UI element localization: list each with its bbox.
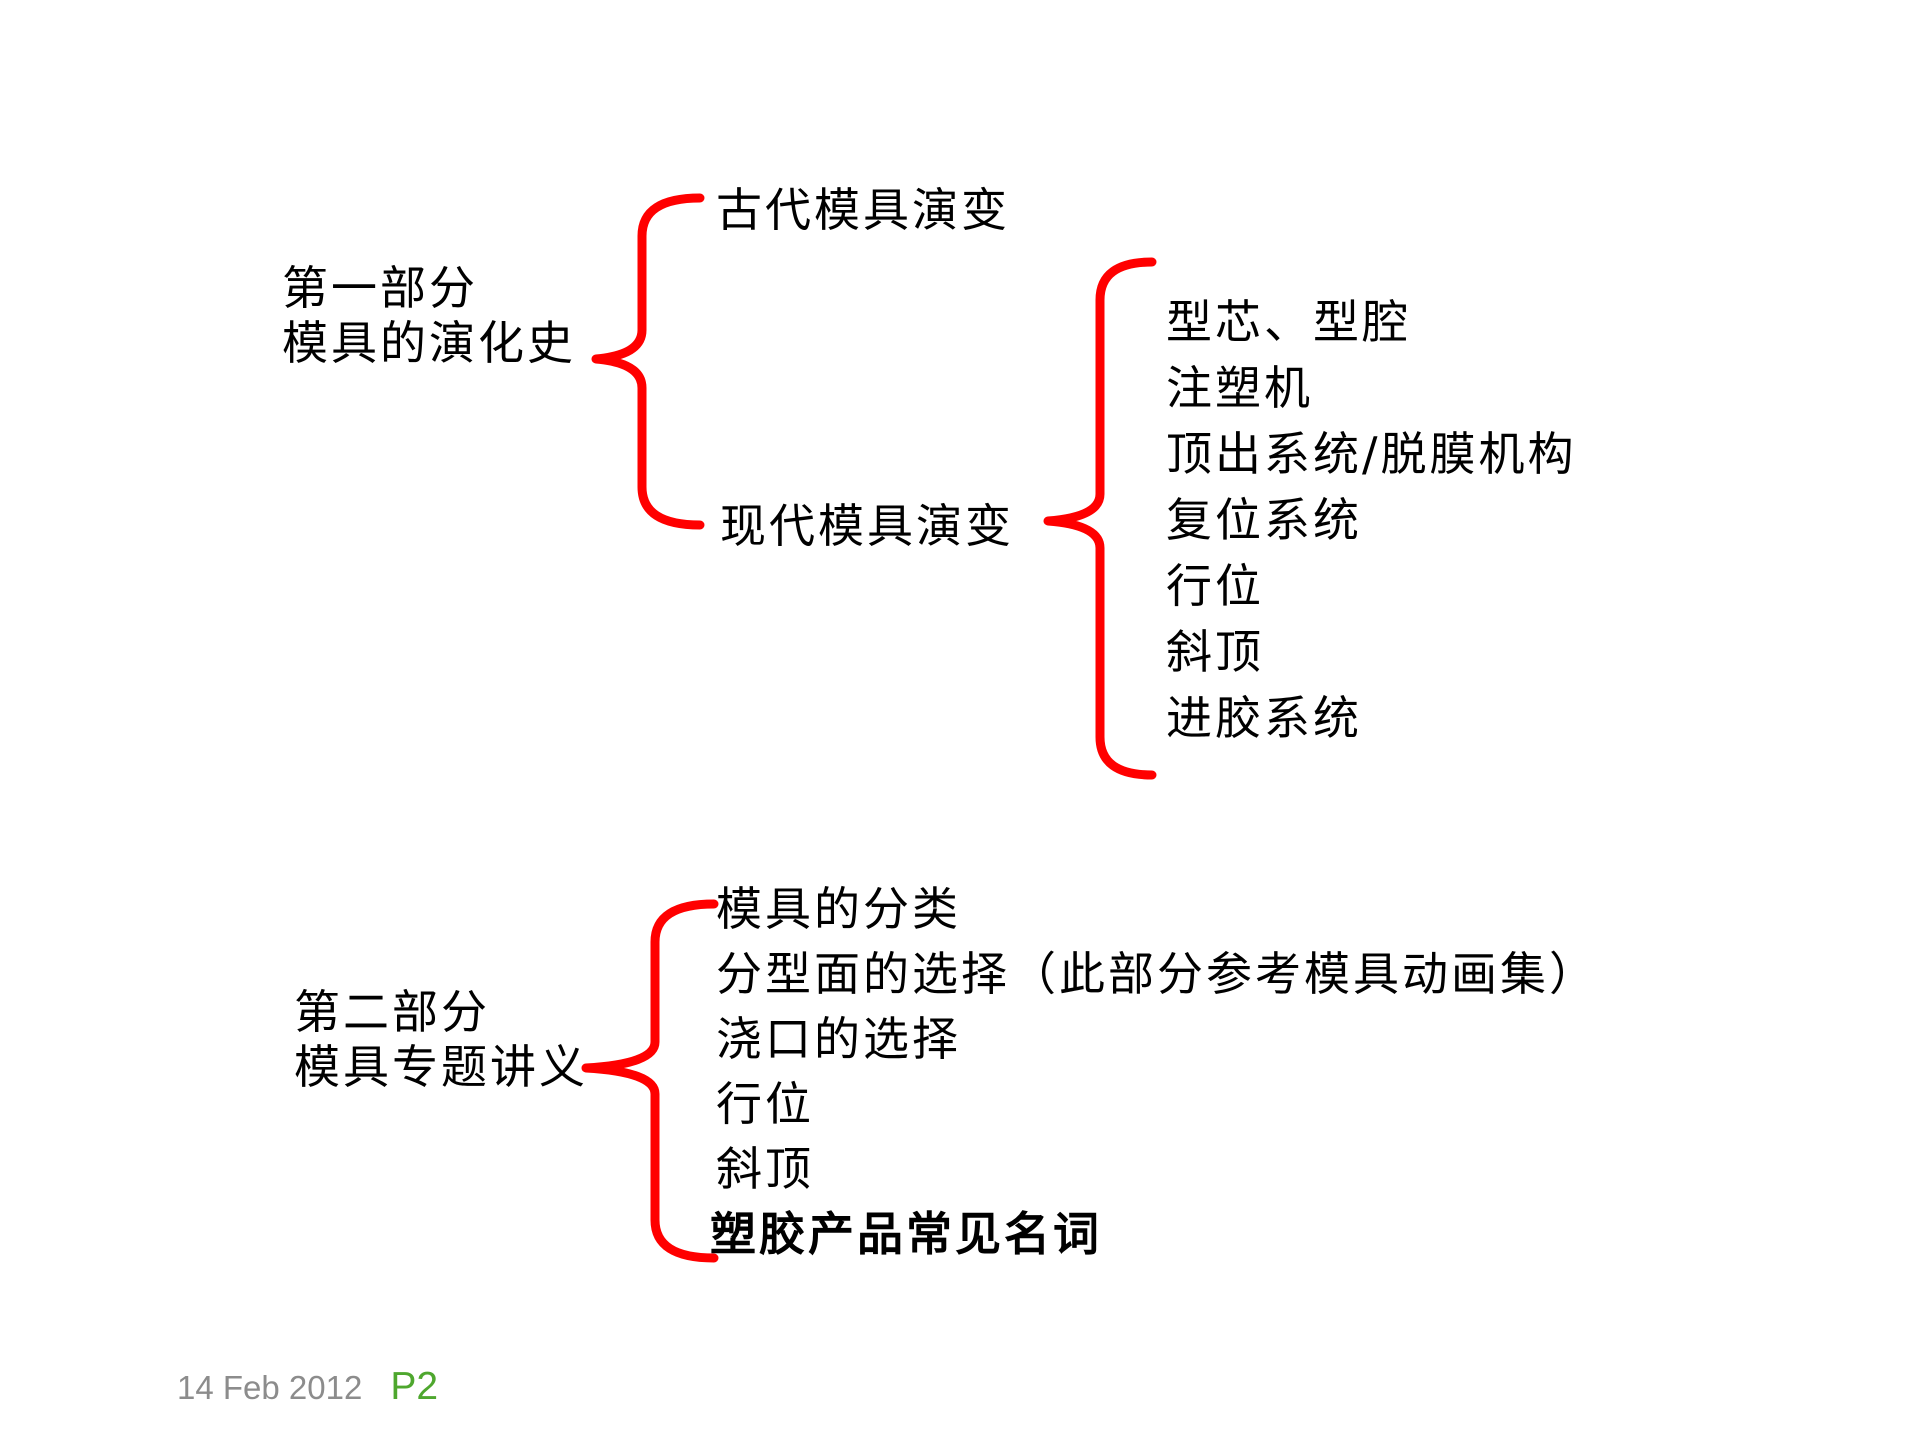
part2-label-line2: 模具专题讲义	[294, 1040, 588, 1094]
sub-item-gating-system: 进胶系统	[1166, 691, 1362, 745]
sub-item-return-system: 复位系统	[1166, 493, 1362, 547]
p2-item-parting-surface: 分型面的选择（此部分参考模具动画集）	[716, 947, 1598, 1001]
branch-ancient-molds: 古代模具演变	[716, 183, 1010, 237]
sub-item-injection-machine: 注塑机	[1166, 361, 1313, 415]
part2-item-list: 模具的分类 分型面的选择（此部分参考模具动画集） 浇口的选择 行位 斜顶 塑胶产…	[710, 877, 1598, 1267]
part1-label: 第一部分 模具的演化史	[282, 261, 576, 371]
p2-item-plastic-product-terms: 塑胶产品常见名词	[710, 1207, 1102, 1261]
footer-page-number: P2	[390, 1365, 439, 1408]
p2-item-slider: 行位	[716, 1077, 814, 1131]
brace-part2	[581, 899, 719, 1263]
brace-part1	[591, 193, 705, 530]
part1-label-line1: 第一部分	[282, 261, 478, 315]
slide-footer: 14 Feb 2012 P2	[177, 1365, 438, 1409]
p2-item-lifter: 斜顶	[716, 1142, 814, 1196]
branch-modern-molds: 现代模具演变	[720, 499, 1014, 553]
part2-label-line1: 第二部分	[294, 985, 490, 1039]
brace-modern-sub	[1043, 257, 1157, 780]
sub-item-lifter: 斜顶	[1166, 625, 1264, 679]
sub-item-ejection-system: 顶出系统/脱膜机构	[1166, 427, 1577, 481]
footer-date: 14 Feb 2012	[177, 1369, 363, 1406]
part1-label-line2: 模具的演化史	[282, 316, 576, 370]
sub-item-core-cavity: 型芯、型腔	[1166, 295, 1411, 349]
p2-item-mold-classification: 模具的分类	[716, 882, 961, 936]
sub-item-slider: 行位	[1166, 559, 1264, 613]
part2-label: 第二部分 模具专题讲义	[294, 985, 588, 1095]
part1-sub-list: 型芯、型腔 注塑机 顶出系统/脱膜机构 复位系统 行位 斜顶 进胶系统	[1166, 289, 1577, 751]
p2-item-gate-selection: 浇口的选择	[716, 1012, 961, 1066]
